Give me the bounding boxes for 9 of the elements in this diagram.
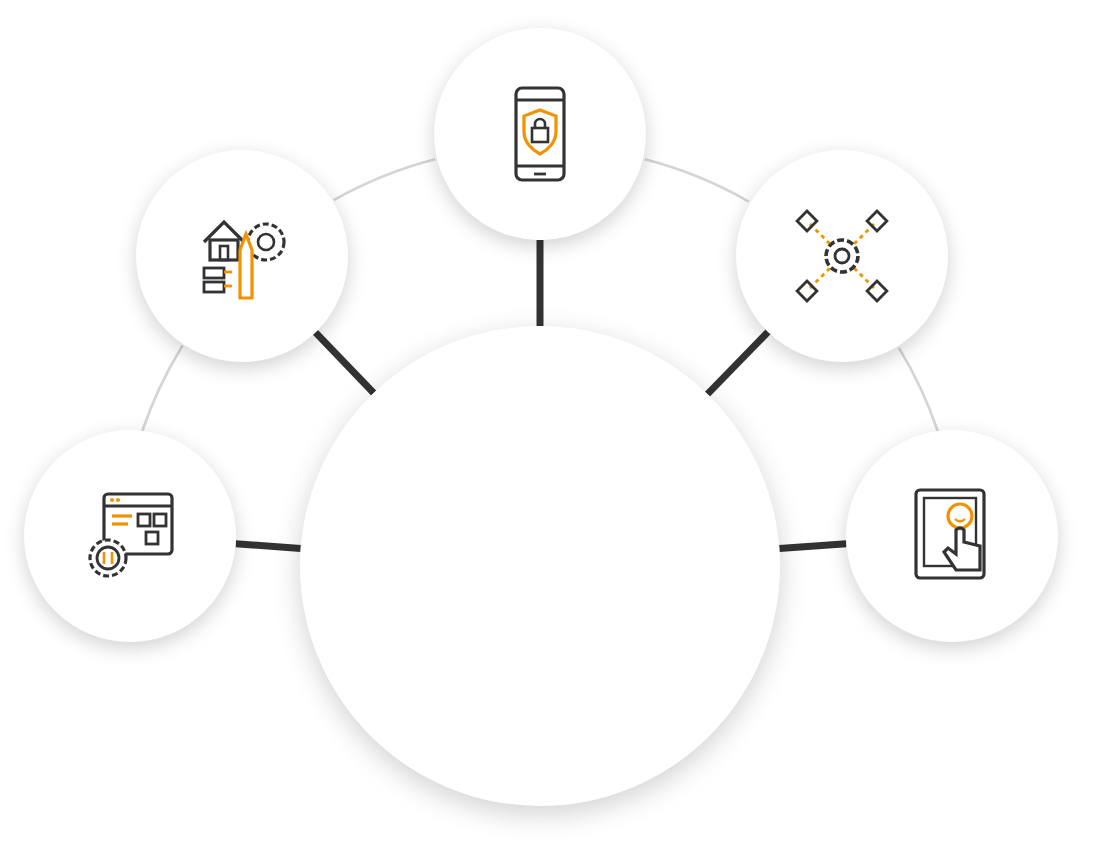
- arc-line: [897, 347, 940, 433]
- connector-line: [312, 330, 377, 396]
- connector-line: [536, 240, 544, 326]
- connector-line: [779, 540, 847, 553]
- arc-line: [140, 344, 184, 433]
- arc-line: [644, 158, 750, 203]
- connector-line: [235, 540, 301, 552]
- arc-line: [333, 158, 436, 202]
- connector-line: [704, 329, 771, 397]
